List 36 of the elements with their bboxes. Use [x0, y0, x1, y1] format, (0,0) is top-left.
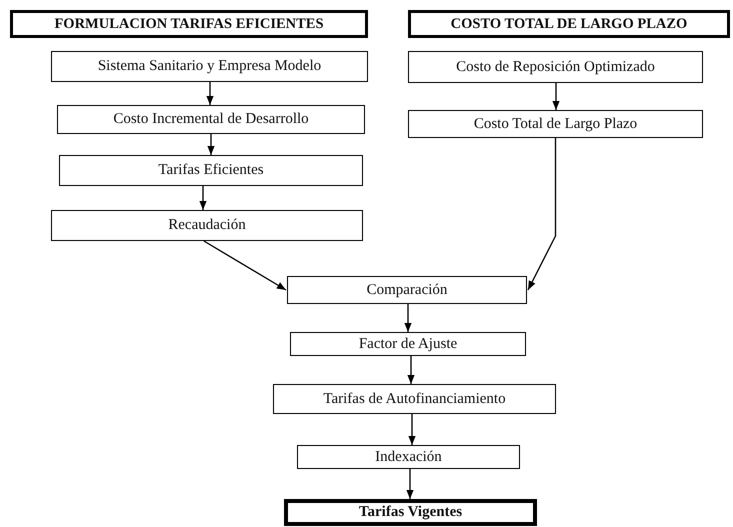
box-label: Comparación: [366, 282, 448, 298]
arrow: [407, 356, 415, 384]
box-label: Tarifas Vigentes: [358, 504, 462, 521]
box-label: Costo Incremental de Desarrollo: [113, 111, 309, 128]
box-label: COSTO TOTAL DE LARGO PLAZO: [450, 16, 688, 32]
arrow: [204, 240, 286, 291]
box-label: Indexación: [375, 448, 442, 466]
process-box: [408, 51, 703, 83]
box-label: Sistema Sanitario y Empresa Modelo: [98, 58, 322, 75]
box-label: Tarifas de Autofinanciamiento: [323, 390, 506, 408]
process-box: [290, 332, 526, 356]
process-box: [297, 445, 520, 469]
arrow: [552, 83, 560, 110]
process-box: [273, 384, 556, 414]
process-box: [59, 155, 363, 186]
arrow: [206, 82, 214, 105]
box-label: Recaudación: [168, 217, 246, 234]
arrow: [404, 304, 412, 332]
process-box: [408, 110, 703, 138]
section-header-box: [10, 10, 368, 38]
process-box: [287, 276, 527, 304]
section-header-box: [408, 10, 730, 38]
result-box: [284, 499, 537, 526]
box-label: Tarifas Eficientes: [158, 162, 264, 179]
box-label: Costo Total de Largo Plazo: [474, 116, 638, 132]
arrow: [408, 414, 416, 445]
box-label: Costo de Reposición Optimizado: [456, 58, 655, 76]
box-label: FORMULACION TARIFAS EFICIENTES: [54, 16, 324, 32]
arrow: [207, 134, 215, 155]
arrow: [406, 469, 414, 499]
process-box: [57, 105, 365, 134]
arrow: [199, 186, 207, 210]
process-box: [51, 51, 368, 82]
box-label: Factor de Ajuste: [358, 336, 458, 352]
arrow: [527, 138, 556, 290]
process-box: [51, 210, 363, 241]
